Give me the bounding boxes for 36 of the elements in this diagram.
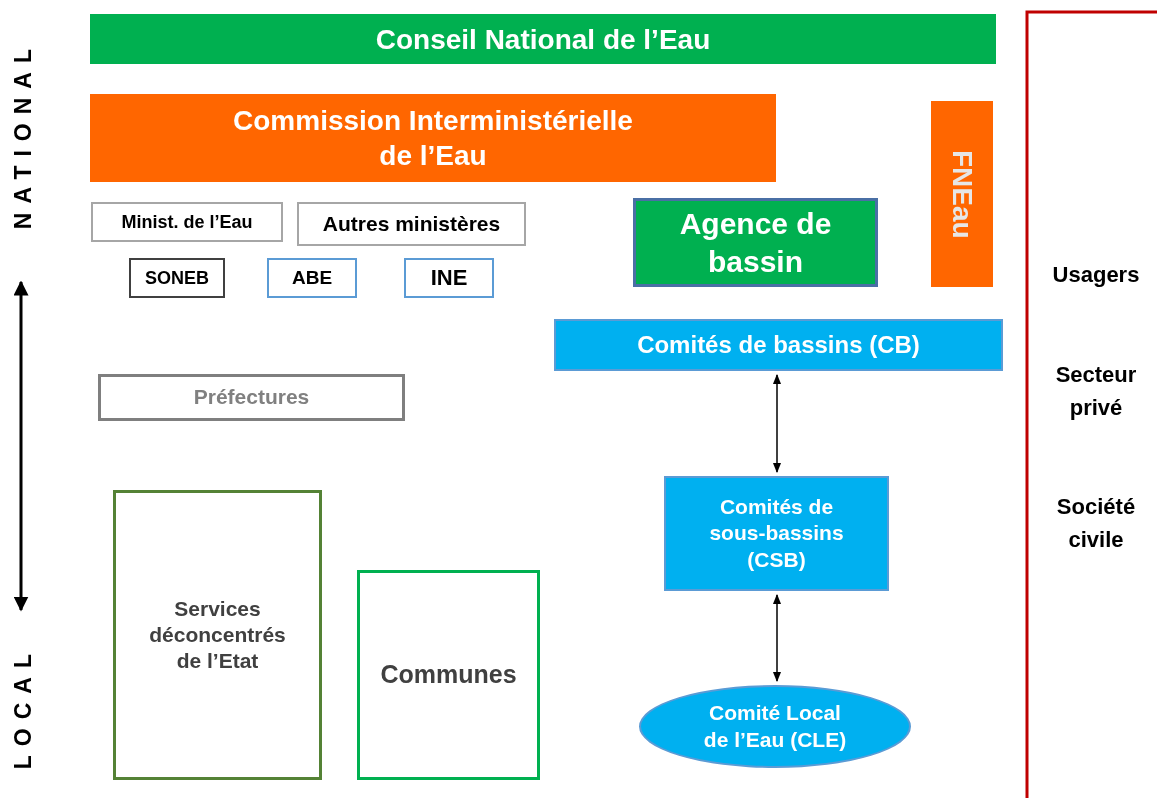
node-label: Communes [380, 659, 517, 691]
agency-box [404, 258, 494, 298]
node-label: Services déconcentrés de l’Etat [148, 595, 287, 675]
node-label: Comités de bassins (CB) [637, 330, 920, 360]
committee-box [664, 476, 889, 591]
council-banner [90, 14, 996, 64]
node-label: Préfectures [193, 384, 310, 411]
node-label: Conseil National de l’Eau [375, 22, 711, 57]
node-label: Commission Interministérielle de l’Eau [232, 104, 634, 173]
axis-label: LOCAL [12, 645, 35, 770]
node-label: FNEau [945, 149, 979, 239]
node-label: Comité Local de l’Eau (CLE) [702, 700, 848, 753]
node-label: SONEB [145, 266, 209, 290]
communes-box [357, 570, 540, 780]
commission-banner [90, 94, 776, 182]
ministry-box [297, 202, 526, 246]
fund-bar [931, 101, 993, 287]
arrow [772, 373, 782, 474]
agency-box [129, 258, 225, 298]
stakeholder-label: Société civile [1055, 493, 1137, 554]
node-label: ABE [291, 266, 333, 290]
node-label: Autres ministères [322, 210, 501, 237]
node-label: Comités de sous-bassins (CSB) [708, 494, 845, 573]
axis-label: NATIONAL [12, 40, 35, 230]
services-box [113, 490, 322, 780]
stakeholder-label: Usagers [1051, 261, 1141, 289]
node-label: Minist. de l’Eau [121, 210, 253, 234]
stakeholder-label: Secteur privé [1054, 361, 1138, 422]
node-label: INE [430, 264, 468, 292]
committee-box [554, 319, 1003, 371]
ministry-box [91, 202, 283, 242]
arrow [772, 593, 782, 683]
node-label: Agence de bassin [678, 206, 833, 280]
prefecture-box [98, 374, 405, 421]
agency-box [267, 258, 357, 298]
agency-box [633, 198, 878, 287]
